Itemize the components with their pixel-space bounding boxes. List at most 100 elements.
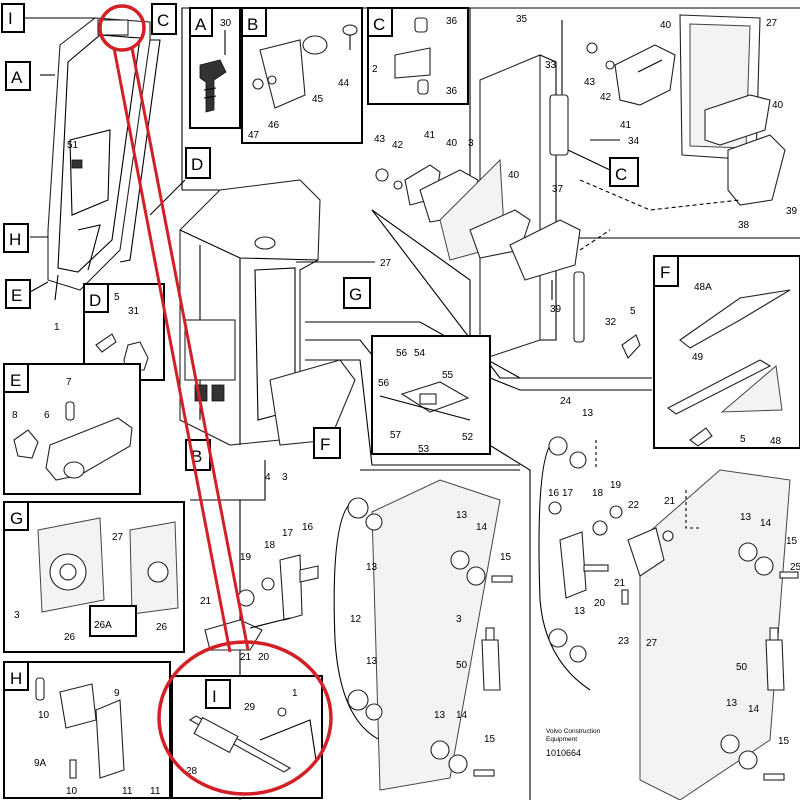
svg-text:41: 41 bbox=[620, 120, 632, 131]
detail-box-D: D 5 31 bbox=[83, 283, 165, 381]
svg-text:53: 53 bbox=[418, 444, 430, 455]
svg-text:9: 9 bbox=[114, 688, 120, 699]
svg-text:B: B bbox=[247, 15, 258, 34]
detail-box-C: C 36 2 36 bbox=[367, 7, 469, 105]
highlight-circle-bottom bbox=[157, 640, 333, 796]
door-assembly bbox=[22, 17, 186, 301]
svg-text:46: 46 bbox=[268, 120, 280, 131]
svg-text:5: 5 bbox=[740, 434, 746, 445]
svg-text:36: 36 bbox=[446, 86, 458, 97]
highlight-annotation bbox=[98, 4, 333, 796]
svg-text:21: 21 bbox=[614, 578, 626, 589]
svg-text:3: 3 bbox=[14, 610, 20, 621]
svg-text:15: 15 bbox=[778, 736, 790, 747]
svg-text:21: 21 bbox=[240, 652, 252, 663]
svg-text:56: 56 bbox=[378, 378, 390, 389]
svg-text:35: 35 bbox=[516, 14, 528, 25]
svg-text:40: 40 bbox=[660, 20, 672, 31]
svg-text:54: 54 bbox=[414, 348, 426, 359]
highlight-circle-top bbox=[98, 4, 146, 52]
svg-text:49: 49 bbox=[692, 352, 704, 363]
svg-text:14: 14 bbox=[760, 518, 772, 529]
svg-text:22: 22 bbox=[628, 500, 640, 511]
svg-text:E: E bbox=[11, 286, 22, 305]
svg-text:39: 39 bbox=[550, 304, 562, 315]
svg-text:15: 15 bbox=[786, 536, 798, 547]
section-I-label: I bbox=[1, 3, 25, 33]
detail-box-B: B 44 45 46 47 bbox=[241, 7, 363, 144]
svg-text:B: B bbox=[191, 447, 202, 466]
detail-box-G: G 3 26 27 26A 26 bbox=[3, 501, 185, 653]
svg-text:23: 23 bbox=[618, 636, 630, 647]
svg-text:26: 26 bbox=[64, 632, 76, 643]
svg-text:24: 24 bbox=[560, 396, 572, 407]
svg-text:34: 34 bbox=[628, 136, 640, 147]
svg-text:40: 40 bbox=[772, 100, 784, 111]
svg-text:13: 13 bbox=[740, 512, 752, 523]
detail-box-E: E 7 8 6 bbox=[3, 363, 141, 495]
svg-text:13: 13 bbox=[434, 710, 446, 721]
svg-text:21: 21 bbox=[664, 496, 676, 507]
svg-text:14: 14 bbox=[456, 710, 468, 721]
svg-text:52: 52 bbox=[462, 432, 474, 443]
svg-text:H: H bbox=[9, 230, 21, 249]
svg-text:14: 14 bbox=[476, 522, 488, 533]
svg-text:28: 28 bbox=[186, 766, 198, 777]
detail-box-F: F 48A 49 5 48 bbox=[653, 255, 800, 449]
svg-text:13: 13 bbox=[582, 408, 594, 419]
svg-text:27: 27 bbox=[380, 258, 392, 269]
detail-box-H: H 10 9 9A 10 11 11 bbox=[3, 661, 171, 799]
section-F-label-cab: F bbox=[313, 427, 341, 459]
svg-text:C: C bbox=[157, 11, 169, 30]
svg-text:D: D bbox=[89, 291, 101, 310]
svg-text:5: 5 bbox=[630, 306, 636, 317]
detail-box-A: A 30 bbox=[189, 7, 241, 129]
svg-text:41: 41 bbox=[424, 130, 436, 141]
svg-text:I: I bbox=[8, 9, 13, 28]
svg-text:17: 17 bbox=[282, 528, 294, 539]
svg-text:5: 5 bbox=[114, 292, 120, 303]
svg-text:13: 13 bbox=[366, 656, 378, 667]
window-assembly-right: 24 13 27 16 17 18 19 22 21 20 21 23 13 1… bbox=[538, 396, 800, 800]
svg-text:3: 3 bbox=[282, 472, 288, 483]
svg-text:13: 13 bbox=[366, 562, 378, 573]
svg-text:32: 32 bbox=[605, 317, 617, 328]
section-D-label-cab: D bbox=[185, 147, 211, 179]
svg-text:31: 31 bbox=[128, 306, 140, 317]
svg-text:42: 42 bbox=[392, 140, 404, 151]
svg-text:D: D bbox=[191, 155, 203, 174]
svg-text:27: 27 bbox=[646, 638, 658, 649]
svg-text:39: 39 bbox=[786, 206, 798, 217]
svg-text:12: 12 bbox=[350, 614, 362, 625]
svg-text:33: 33 bbox=[545, 60, 557, 71]
svg-text:29: 29 bbox=[244, 702, 256, 713]
svg-text:15: 15 bbox=[500, 552, 512, 563]
svg-text:8: 8 bbox=[12, 410, 18, 421]
svg-text:36: 36 bbox=[446, 16, 458, 27]
svg-text:3: 3 bbox=[456, 614, 462, 625]
section-C-label-door: C bbox=[151, 3, 177, 35]
svg-text:43: 43 bbox=[584, 77, 596, 88]
svg-text:13: 13 bbox=[574, 606, 586, 617]
svg-text:3: 3 bbox=[468, 138, 474, 149]
svg-text:13: 13 bbox=[456, 510, 468, 521]
svg-text:15: 15 bbox=[484, 734, 496, 745]
svg-text:14: 14 bbox=[748, 704, 760, 715]
svg-text:6: 6 bbox=[44, 410, 50, 421]
section-G-label-cab: G bbox=[343, 277, 371, 309]
svg-text:56: 56 bbox=[396, 348, 408, 359]
svg-text:26A: 26A bbox=[94, 620, 112, 631]
highlight-connector-line bbox=[130, 47, 250, 651]
svg-text:F: F bbox=[320, 435, 330, 454]
section-H-label-door: H bbox=[3, 223, 29, 253]
svg-text:18: 18 bbox=[264, 540, 276, 551]
svg-text:F: F bbox=[660, 263, 670, 282]
svg-text:27: 27 bbox=[112, 532, 124, 543]
svg-text:38: 38 bbox=[738, 220, 750, 231]
cab-body: 4 3 27 bbox=[179, 179, 392, 483]
svg-text:Volvo Construction: Volvo Construction bbox=[546, 728, 601, 735]
svg-text:4: 4 bbox=[265, 472, 271, 483]
svg-text:48A: 48A bbox=[694, 282, 712, 293]
